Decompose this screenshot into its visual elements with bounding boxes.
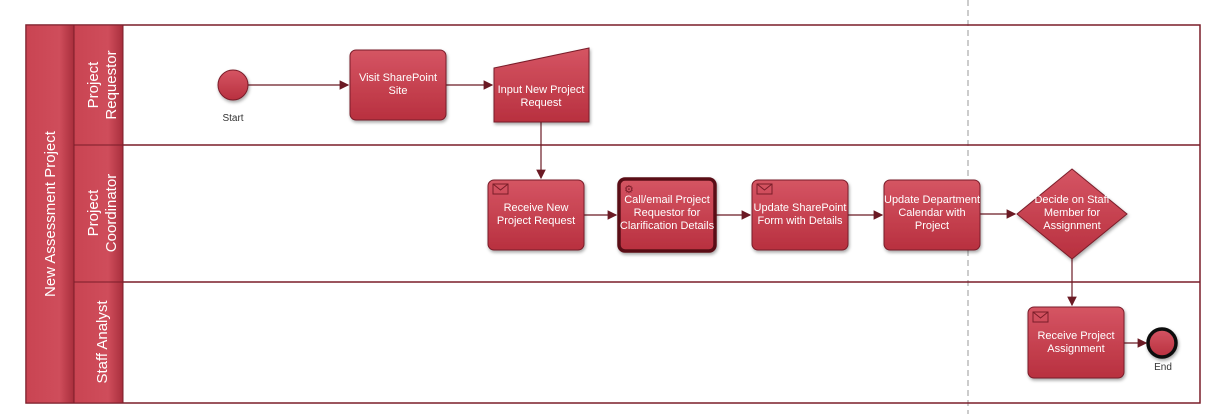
lane-label: Staff Analyst xyxy=(94,300,111,384)
svg-text:Input New ProjectRequest: Input New ProjectRequest xyxy=(498,84,585,109)
start-event[interactable]: Start xyxy=(217,69,249,124)
lane-staff-analyst: Staff Analyst xyxy=(73,281,124,404)
sequence-flows xyxy=(248,80,1148,348)
lane-label: ProjectCoordinator xyxy=(85,174,120,252)
lane-project-coordinator: ProjectCoordinator xyxy=(73,144,1200,283)
lane-label: ProjectRequestor xyxy=(85,50,120,119)
envelope-icon xyxy=(756,183,773,195)
pool-title: New Assessment Project xyxy=(42,130,59,297)
envelope-icon xyxy=(492,183,509,195)
svg-text:Call/email ProjectRequestor fo: Call/email ProjectRequestor forClarifica… xyxy=(620,194,715,232)
lane-project-requestor: ProjectRequestor xyxy=(73,24,1200,146)
gear-icon: ⚙ xyxy=(624,184,634,196)
svg-text:Start: Start xyxy=(222,113,243,124)
svg-text:End: End xyxy=(1154,362,1172,373)
envelope-icon xyxy=(1032,311,1049,323)
end-event[interactable]: End xyxy=(1146,327,1178,373)
